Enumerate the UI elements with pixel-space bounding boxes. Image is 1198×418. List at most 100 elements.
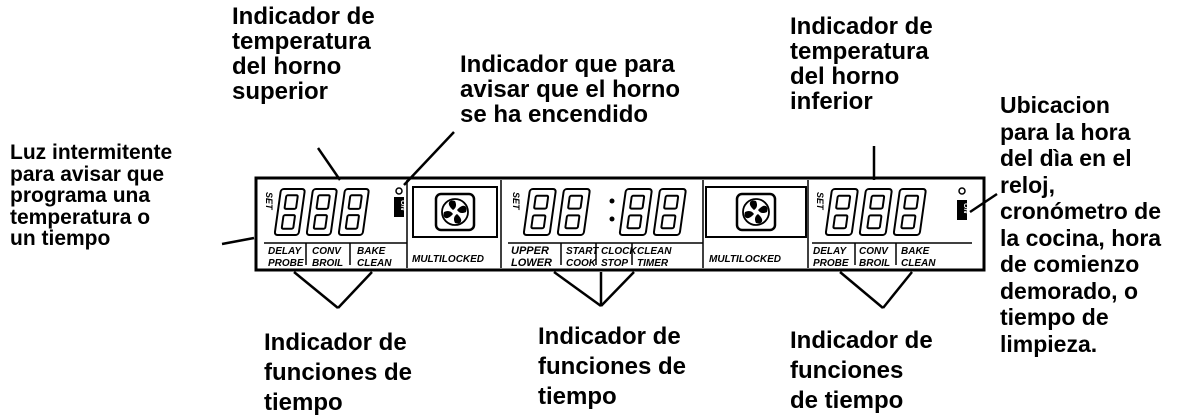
clock-colon-top (609, 198, 615, 204)
lower-oven-section: SET ON DELAY PROBE CONV BROIL BAKE CLEAN (812, 187, 972, 269)
callout-line: Indicador que para (460, 51, 675, 78)
callout-line: tiempo (264, 389, 343, 416)
seven-segment-digit-icon (273, 188, 306, 236)
callout-line: Indicador de (790, 13, 933, 40)
callout-line: se ha encendido (460, 101, 649, 128)
callout-line: superior (232, 78, 329, 105)
callout-line: Indicador de (790, 327, 933, 354)
leader-oven-on (403, 131, 455, 186)
set-label-clock: SET (511, 192, 521, 211)
oven-on-dot-icon (395, 187, 403, 195)
seven-segment-digit-icon (522, 188, 557, 236)
leader-func-left-b (337, 271, 373, 309)
callout-line: reloj, (1000, 171, 1055, 198)
clock-function-label: CLOCK (601, 246, 637, 257)
seven-segment-digit-icon (892, 188, 927, 236)
oven-on-indicator-icon (957, 200, 967, 220)
multilocked-label-left: MULTILOCKED (412, 254, 484, 265)
callout-line: del horno (790, 63, 900, 90)
label-bake-lower: BAKE (901, 246, 930, 257)
callout-line: para avisar que (10, 162, 165, 186)
callout-functions-middle: Indicador de funciones de tiempo (538, 322, 686, 412)
callout-line: Luz intermitente (10, 141, 173, 164)
fan-icon (441, 198, 469, 226)
clock-function-label: COOK (566, 258, 597, 269)
callout-line: de comienzo (1000, 251, 1140, 277)
oven-on-dot-icon-lower (958, 187, 966, 195)
clock-function-label: TIMER (637, 258, 669, 269)
fan-icon-frame (434, 192, 476, 232)
seven-segment-digit-icon (337, 188, 370, 236)
clock-section: SET UPPERLOWERSTARTCOOKCLOCKSTOPCLEANTIM… (508, 180, 704, 269)
label-delay-upper: DELAY (268, 246, 302, 257)
display-panel (254, 176, 986, 272)
on-label-lower: ON (962, 203, 969, 214)
callout-functions-left: Indicador de funciones de tiempo (264, 328, 412, 418)
callout-line: temperatura (232, 28, 371, 55)
callout-functions-right: Indicador de funciones de tiempo (790, 326, 933, 416)
label-delay-lower: DELAY (813, 246, 847, 257)
callout-line: de tiempo (790, 387, 904, 414)
seven-segment-digit-icon (824, 188, 859, 236)
callout-line: funciones de (264, 359, 413, 386)
callout-line: inferior (790, 88, 873, 115)
callout-oven-on: Indicador que para avisar que el horno s… (460, 52, 680, 127)
seven-segment-digit-icon (652, 188, 687, 236)
leader-func-right-b (882, 271, 913, 309)
callout-line: Indicador de (538, 323, 681, 350)
leader-blinking-light (221, 236, 255, 246)
set-label-upper: SET (264, 192, 274, 211)
lower-temperature-digits (824, 188, 927, 236)
multilocked-right-section: MULTILOCKED (705, 180, 809, 268)
callout-line: Indicador de (264, 329, 407, 356)
seven-segment-digit-icon (305, 188, 338, 236)
label-broil-lower: BROIL (859, 258, 890, 269)
label-clean-lower: CLEAN (901, 258, 936, 269)
callout-blinking-light: Luz intermitente para avisar que program… (10, 142, 172, 250)
label-probe-upper: PROBE (268, 258, 304, 269)
callout-lower-temperature: Indicador de temperatura del horno infer… (790, 14, 933, 114)
on-label-upper: ON (399, 200, 406, 211)
callout-line: funciones (790, 357, 904, 384)
leader-lines (221, 131, 998, 309)
callout-line: del dìa en el (1000, 145, 1132, 171)
label-conv-upper: CONV (312, 246, 342, 257)
fan-icon-frame-right (735, 192, 777, 232)
clock-function-label: LOWER (511, 257, 552, 269)
label-probe-lower: PROBE (813, 258, 849, 269)
callout-line: un tiempo (10, 227, 111, 250)
callout-clock-location: Ubicacion para la hora del dìa en el rel… (1000, 92, 1161, 357)
callout-line: limpieza. (1000, 330, 1098, 357)
callout-line: la cocina, hora (1000, 224, 1162, 251)
callout-line: avisar que el horno (460, 76, 681, 103)
label-broil-upper: BROIL (312, 258, 343, 269)
seven-segment-digit-icon (858, 188, 893, 236)
oven-on-indicator-icon (394, 197, 404, 217)
clock-digits (522, 188, 687, 236)
clock-colon-bottom (609, 216, 615, 222)
clock-function-label: STOP (601, 258, 628, 269)
label-clean-upper: CLEAN (357, 258, 392, 269)
callout-line: demorado, o (1000, 277, 1139, 304)
clock-function-label: START (566, 246, 599, 257)
callout-line: Indicador de (232, 3, 375, 30)
clock-function-label: UPPER (511, 245, 549, 257)
leader-func-left-a (293, 271, 339, 309)
callout-line: tiempo de (1000, 304, 1109, 330)
leader-clock-location (969, 192, 998, 214)
set-label-lower: SET (815, 192, 825, 211)
multilocked-label-right: MULTILOCKED (709, 254, 781, 265)
callout-line: programa una (10, 184, 151, 207)
leader-upper-temp (316, 147, 342, 181)
callout-line: Ubicacion (1000, 92, 1110, 118)
callout-upper-temperature: Indicador de temperatura del horno super… (232, 4, 375, 104)
label-bake-upper: BAKE (357, 246, 386, 257)
callout-line: temperatura (790, 38, 929, 65)
leader-func-middle-c (600, 271, 635, 307)
callout-line: temperatura o (10, 205, 151, 229)
leader-func-right-a (839, 271, 884, 309)
callout-line: funciones de (538, 353, 687, 380)
fan-icon (742, 198, 770, 226)
